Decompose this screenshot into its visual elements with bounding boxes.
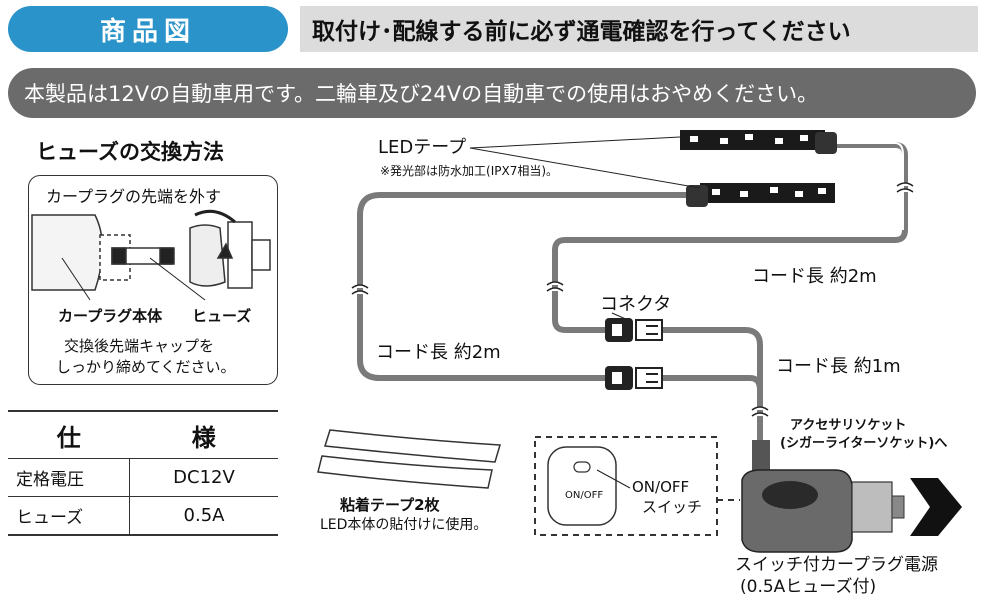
notice-banner: 本製品は12Vの自動車用です。二輪車及び24Vの自動車での使用はおやめください。 [8, 68, 976, 118]
car-plug-illustration [741, 440, 962, 553]
plug-illustration [31, 209, 271, 301]
switch-button-text: ON/OFF [565, 490, 604, 501]
connector-lower [605, 366, 663, 390]
switch-leader [596, 469, 631, 489]
cord-length-right: コード長 約2m [752, 266, 877, 287]
fuse-label: ヒューズ [192, 307, 252, 325]
spec-key: ヒューズ [8, 496, 130, 535]
fuse-note-line2: しっかり締めてください。 [56, 358, 236, 376]
adhesive-tape-illustration [317, 429, 501, 489]
spec-value: 0.5A [129, 496, 278, 535]
connector-label: コネクタ [600, 294, 672, 315]
connector-upper [605, 318, 663, 342]
table-row: ヒューズ 0.5A [8, 496, 278, 535]
spec-head-2: 様 [191, 423, 216, 452]
socket-label-line2: (シガーライターソケット)へ [780, 436, 948, 451]
plug-label-line1: スイッチ付カープラグ電源 [735, 555, 938, 575]
connector-leader [611, 312, 629, 321]
led-strip-top [680, 130, 837, 154]
fuse-step-text: カープラグの先端を外す [46, 187, 222, 206]
fuse-note-line1: 交換後先端キャップを [64, 337, 215, 355]
plug-body-label: カープラグ本体 [58, 307, 163, 325]
cord-highlights [830, 142, 904, 230]
fuse-title: ヒューズの交換方法 [36, 140, 224, 164]
section-badge: 商品図 [8, 6, 288, 52]
adhesive-tape-note: LED本体の貼付けに使用。 [320, 517, 488, 533]
led-tape-note: ※発光部は防水加工(IPX7相当)。 [380, 164, 559, 178]
led-leader-lines [469, 136, 701, 189]
switch-label-line2: スイッチ [642, 498, 703, 516]
cord-break-marks [351, 182, 914, 417]
switch-detail-box [534, 436, 718, 536]
fuse-panel [28, 175, 278, 385]
switch-label-line1: ON/OFF [632, 478, 690, 496]
socket-label-line1: アクセサリソケット [790, 418, 907, 433]
adhesive-tape-title: 粘着テープ2枚 [340, 496, 440, 514]
switch-button-illustration [547, 446, 617, 526]
cord-length-1m: コード長 約1m [776, 356, 901, 377]
plug-label-line2: (0.5Aヒューズ付) [740, 577, 877, 597]
spec-head-1: 仕 [56, 423, 81, 452]
led-strip-bottom [686, 183, 835, 207]
cords [357, 142, 908, 470]
spec-value: DC12V [129, 458, 278, 497]
spec-key: 定格電圧 [8, 458, 130, 497]
warning-banner: 取付け･配線する前に必ず通電確認を行ってください [300, 6, 978, 52]
table-row: 定格電圧 DC12V [8, 458, 278, 497]
led-tape-label: LEDテープ [378, 137, 467, 158]
spec-table: 仕 様 定格電圧 DC12V ヒューズ 0.5A [8, 410, 278, 536]
cord-length-left: コード長 約2m [376, 342, 501, 363]
